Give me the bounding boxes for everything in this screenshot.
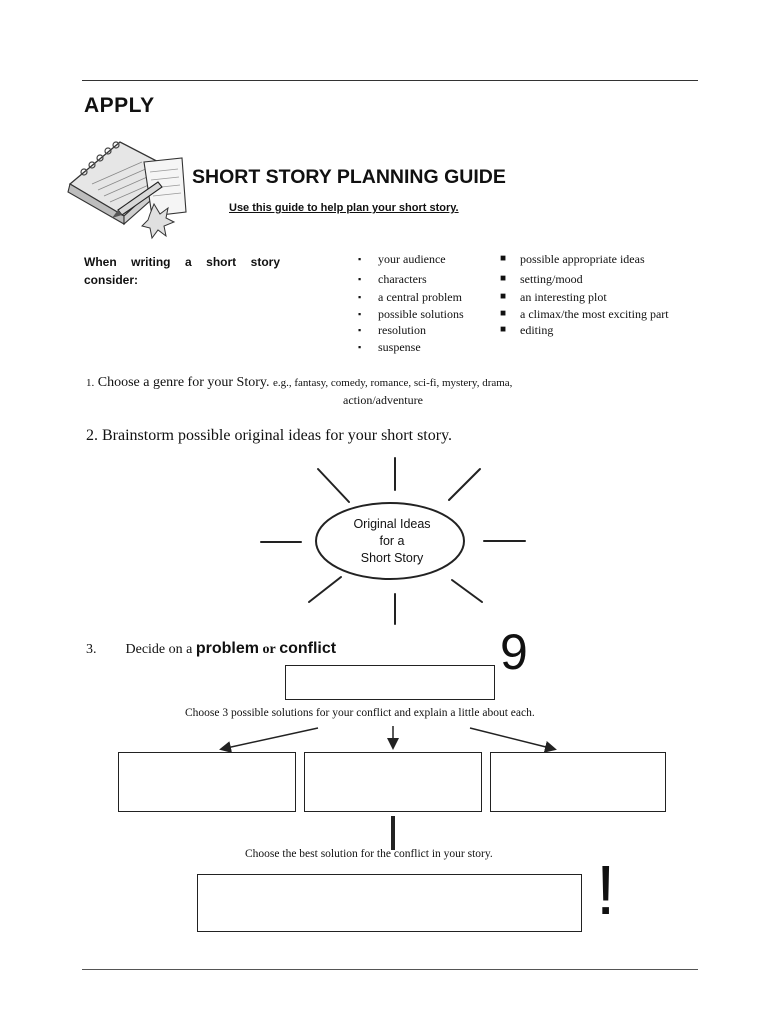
best-solution-instruction: Choose the best solution for the conflic…: [245, 848, 493, 860]
notebook-pencil-icon: [67, 141, 187, 240]
step-3-word-problem: problem: [195, 640, 259, 657]
list-item: a central problem: [358, 289, 464, 306]
step-2-brainstorm: 2. Brainstorm possible original ideas fo…: [86, 427, 453, 444]
sunburst-ellipse: [315, 502, 465, 580]
list-item: suspense: [358, 339, 464, 356]
sunburst-label-line: Short Story: [360, 551, 424, 565]
page-title: SHORT STORY PLANNING GUIDE: [192, 166, 506, 188]
step-1-text: Choose a genre for your Story.: [97, 375, 270, 390]
list-item: editing: [500, 322, 669, 339]
step-3-word-or: or: [262, 642, 276, 657]
solution-box-2[interactable]: [304, 752, 482, 812]
sunburst-label-line: for a: [379, 534, 405, 548]
list-item: your audience: [358, 251, 464, 268]
stray-mark-nine: 9: [500, 624, 528, 680]
list-item: resolution: [358, 322, 464, 339]
connector-bar: [391, 816, 395, 850]
consider-intro: When writing a short story consider:: [84, 255, 280, 287]
list-item: a climax/the most exciting part: [500, 306, 669, 323]
list-item: characters: [358, 271, 464, 288]
best-solution-box[interactable]: [197, 874, 582, 932]
step-3-conflict: 3. Decide on a problem or conflict: [86, 640, 336, 658]
step-3-number: 3.: [86, 642, 97, 657]
step-1-number: 1.: [86, 377, 95, 389]
solutions-instruction: Choose 3 possible solutions for your con…: [185, 707, 535, 719]
brainstorm-sunburst: [260, 457, 526, 625]
list-item: possible solutions: [358, 306, 464, 323]
list-item: possible appropriate ideas: [500, 251, 669, 268]
solution-box-1[interactable]: [118, 752, 296, 812]
step-3-word-conflict: conflict: [279, 640, 337, 657]
consider-list-right: possible appropriate ideas setting/mood …: [500, 251, 669, 339]
arrow-right: [469, 727, 557, 753]
arrow-left: [219, 727, 319, 753]
sunburst-ray: [308, 576, 342, 603]
sunburst-label: Original Ideas for a Short Story: [332, 516, 452, 567]
solution-box-3[interactable]: [490, 752, 666, 812]
step-3-lead: Decide on a: [125, 642, 193, 657]
conflict-answer-box[interactable]: [285, 665, 495, 700]
list-item: setting/mood: [500, 271, 669, 288]
sunburst-ray: [451, 579, 483, 603]
solution-arrows: [219, 726, 557, 753]
bottom-rule: [82, 969, 698, 970]
stray-mark-exclamation: !: [596, 851, 616, 929]
sunburst-ray: [317, 468, 350, 503]
step-1-examples-cont: action/adventure: [343, 393, 423, 407]
section-label: APPLY: [84, 94, 155, 117]
step-1-genre: 1. Choose a genre for your Story. e.g., …: [86, 375, 512, 391]
sunburst-label-line: Original Ideas: [353, 517, 431, 531]
top-rule: [82, 80, 698, 81]
consider-list-left: your audience characters a central probl…: [358, 251, 464, 355]
page-subtitle: Use this guide to help plan your short s…: [229, 202, 459, 214]
sunburst-ray: [448, 468, 481, 501]
step-1-examples: e.g., fantasy, comedy, romance, sci-fi, …: [272, 377, 513, 389]
list-item: an interesting plot: [500, 289, 669, 306]
